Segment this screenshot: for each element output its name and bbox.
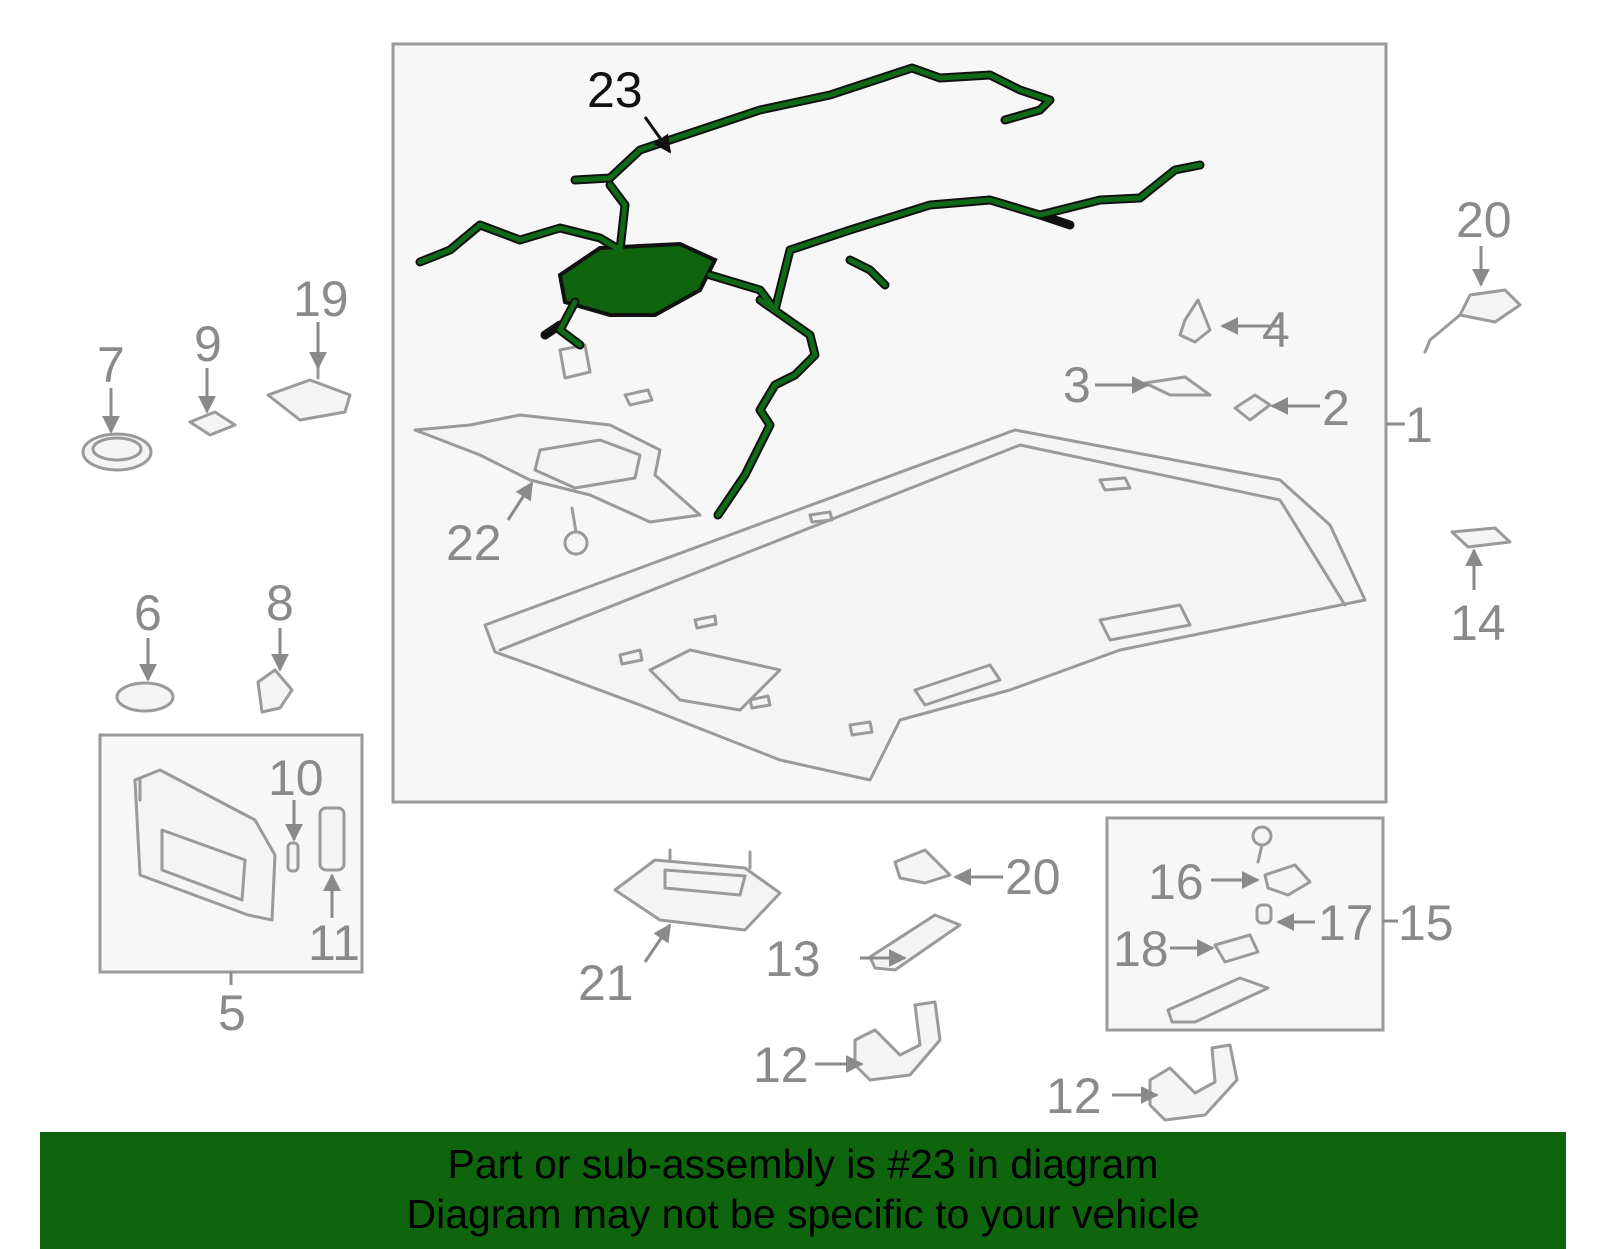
headliner-panel [483,428,1367,782]
callout-7: 7 [97,337,125,393]
roof-wiring-harness-23 [415,63,1205,520]
callout-20a: 20 [1456,192,1512,248]
callout-13: 13 [765,931,821,987]
callout-22: 22 [446,515,502,571]
callout-1: 1 [1405,397,1433,453]
pin-10 [286,841,300,873]
grab-handle-12a [853,1000,942,1082]
callout-15: 15 [1398,895,1454,951]
callout-23: 23 [587,62,643,118]
lamp-16 [1263,863,1312,897]
grommet-7 [81,432,153,472]
clip-2 [1233,393,1272,422]
bracket-20-top [1423,288,1522,354]
bulb-17 [1255,903,1273,925]
callout-2: 2 [1322,380,1350,436]
callout-6: 6 [134,585,162,641]
callout-17: 17 [1318,895,1374,951]
clip-11 [318,806,346,872]
screw-icon [563,506,589,556]
callout-12b: 12 [1046,1068,1102,1124]
callout-18: 18 [1113,921,1169,977]
callout-9: 9 [194,316,222,372]
grab-handle-12b [1148,1043,1239,1122]
bolt-icon [1251,825,1273,864]
callout-16: 16 [1148,854,1204,910]
callout-4: 4 [1262,302,1290,358]
sun-visor [133,768,277,922]
banner-line-2: Diagram may not be specific to your vehi… [406,1191,1200,1237]
callout-19: 19 [293,271,349,327]
console-bracket-22 [413,343,702,524]
lamp-13 [868,913,962,972]
info-banner: Part or sub-assembly is #23 in diagram D… [40,1132,1566,1249]
clip-8 [256,668,294,714]
socket-18 [1213,933,1260,964]
clip-4 [1178,298,1212,344]
callout-12a: 12 [753,1037,809,1093]
callout-8: 8 [266,575,294,631]
callout-10: 10 [268,750,324,806]
callout-21: 21 [578,955,634,1011]
clip-14 [1450,526,1512,549]
callout-11: 11 [308,915,360,971]
dome-lamp-21 [613,848,782,932]
banner-line-1: Part or sub-assembly is #23 in diagram [447,1141,1159,1187]
callout-14: 14 [1450,595,1506,651]
lens-15 [1166,976,1270,1024]
clip-9 [188,410,237,437]
callout-5: 5 [218,985,246,1041]
washer-6 [115,681,175,713]
callout-20b: 20 [1005,849,1061,905]
callout-3: 3 [1063,357,1091,413]
bracket-20-bottom [893,848,952,885]
lamp-19 [266,358,352,422]
clip-3 [1143,375,1212,397]
